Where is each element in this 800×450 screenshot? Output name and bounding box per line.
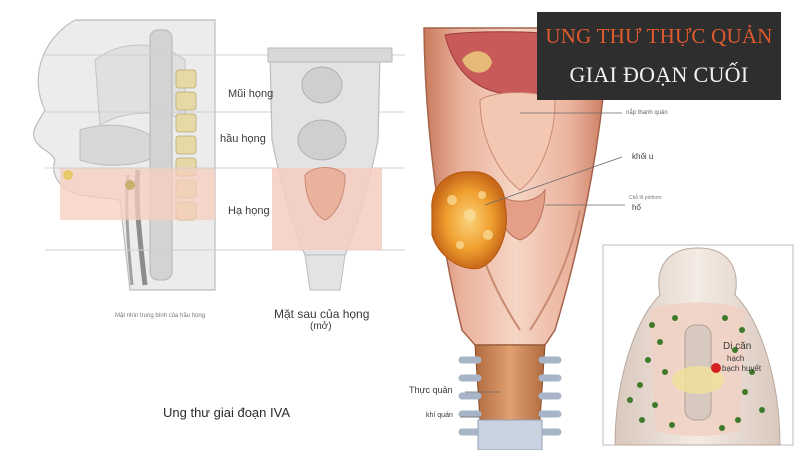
label-esophagus: Thực quản	[409, 385, 453, 395]
caption-sagittal-view: Mặt nhìn trung bình của hầu họng	[115, 313, 206, 319]
title-banner: UNG THƯ THỰC QUẢN GIAI ĐOẠN CUỐI	[537, 12, 781, 100]
label-piriform-fossa-small: Chỗ lõ piriform	[629, 195, 662, 201]
caption-posterior-opened: (mở)	[310, 321, 332, 332]
label-tumor: khối u	[632, 152, 654, 161]
label-oropharynx: hầu họng	[220, 133, 266, 145]
metastasis-node	[711, 363, 721, 373]
label-epiglottis: nắp thanh quản	[626, 110, 668, 116]
caption-posterior-view: Mặt sau của họng	[274, 307, 370, 321]
trachea-rings	[458, 356, 562, 436]
posterior-pharynx-view	[267, 47, 393, 291]
label-lymph-node: bạch huyết	[722, 364, 762, 373]
lymph-nodes	[627, 315, 765, 431]
banner-title: UNG THƯ THỰC QUẢN	[545, 24, 773, 48]
label-lymph: hạch	[727, 354, 745, 363]
leader-lines	[460, 112, 625, 418]
label-fossa: hố	[632, 203, 641, 212]
banner-subtitle: GIAI ĐOẠN CUỐI	[569, 62, 749, 87]
label-nasopharynx: Mũi họng	[228, 88, 274, 100]
label-metastasis: Di căn	[723, 341, 752, 352]
label-trachea: khí quản	[426, 412, 453, 419]
label-hypopharynx: Hạ họng	[228, 205, 270, 217]
caption-stage: Ung thư giai đoạn IVA	[163, 405, 290, 420]
neck-lymph-node-view	[602, 244, 794, 446]
